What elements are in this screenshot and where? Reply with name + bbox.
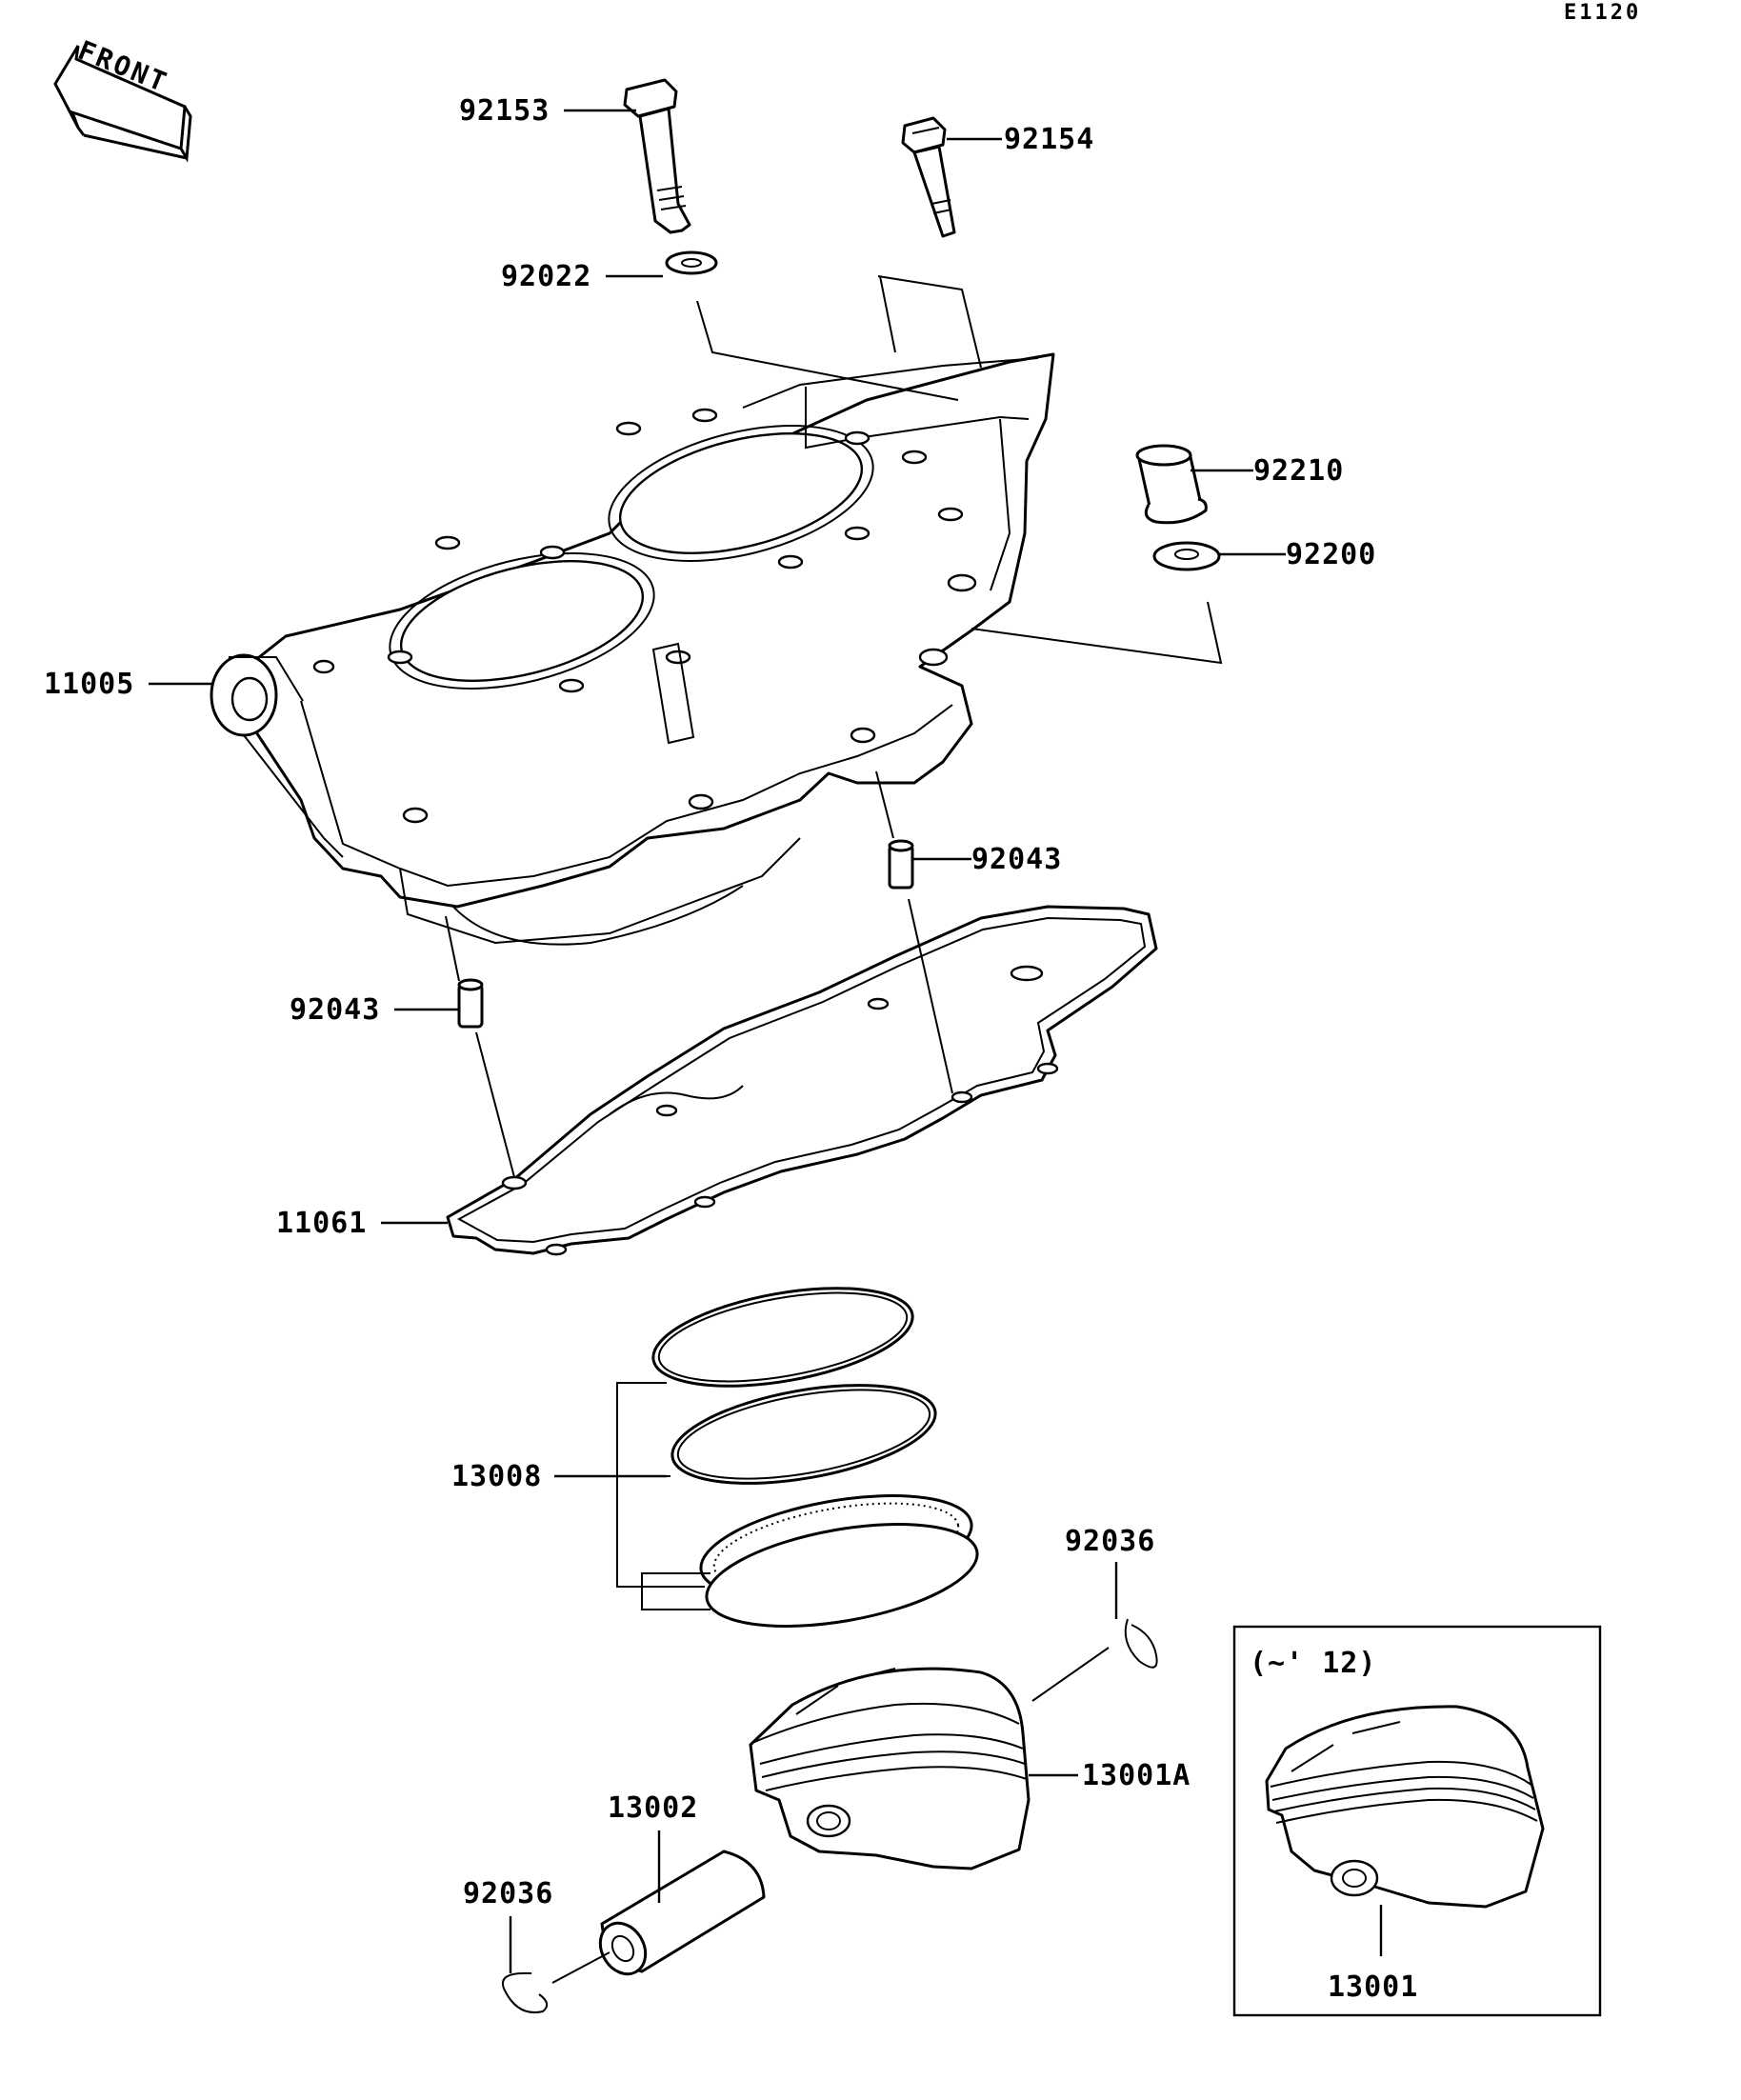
label-11061: 11061 bbox=[276, 1207, 367, 1240]
bolt-92153 bbox=[623, 78, 691, 234]
label-92022: 92022 bbox=[501, 260, 591, 293]
piston-13001 bbox=[1265, 1705, 1545, 1909]
dowel-pin-92043-left bbox=[457, 978, 484, 1029]
circlip-92036-upper bbox=[1124, 1618, 1158, 1669]
washer-92200 bbox=[1152, 541, 1221, 571]
label-92210: 92210 bbox=[1253, 454, 1344, 488]
label-92200: 92200 bbox=[1286, 538, 1376, 571]
leader-lines bbox=[149, 109, 1383, 1984]
piston-pin-13002 bbox=[598, 1850, 766, 1976]
piston-13001A bbox=[749, 1667, 1031, 1870]
label-92043-right: 92043 bbox=[971, 843, 1062, 876]
label-11005: 11005 bbox=[44, 668, 134, 701]
label-13008: 13008 bbox=[451, 1460, 542, 1493]
washer-92022 bbox=[665, 250, 718, 275]
inset-label: (~' 12) bbox=[1250, 1647, 1376, 1680]
label-13001A: 13001A bbox=[1082, 1759, 1191, 1792]
dowel-pin-92043-right bbox=[888, 839, 914, 890]
deck-holes bbox=[312, 408, 977, 824]
front-arrow-icon: FRONT bbox=[53, 34, 192, 163]
label-13002: 13002 bbox=[608, 1791, 698, 1825]
base-gasket-11061 bbox=[446, 905, 1158, 1256]
circlip-92036-lower bbox=[502, 1971, 549, 2013]
diagram-code: E1120 bbox=[1564, 1, 1641, 25]
label-92154: 92154 bbox=[1004, 123, 1094, 156]
bolt-92154 bbox=[901, 116, 956, 238]
label-92043-left: 92043 bbox=[290, 993, 380, 1027]
label-92036-lower: 92036 bbox=[463, 1877, 553, 1910]
label-13001: 13001 bbox=[1328, 1970, 1418, 2004]
collar-92210 bbox=[1135, 444, 1208, 525]
part-labels: 92153 92154 92022 92210 92200 11005 9204… bbox=[44, 94, 1418, 2004]
label-92153: 92153 bbox=[459, 94, 550, 128]
inset-box bbox=[1232, 1625, 1602, 2017]
cylinder-block-11005 bbox=[210, 352, 1055, 946]
piston-rings-13008 bbox=[651, 1287, 979, 1628]
label-92036-upper: 92036 bbox=[1065, 1525, 1155, 1558]
